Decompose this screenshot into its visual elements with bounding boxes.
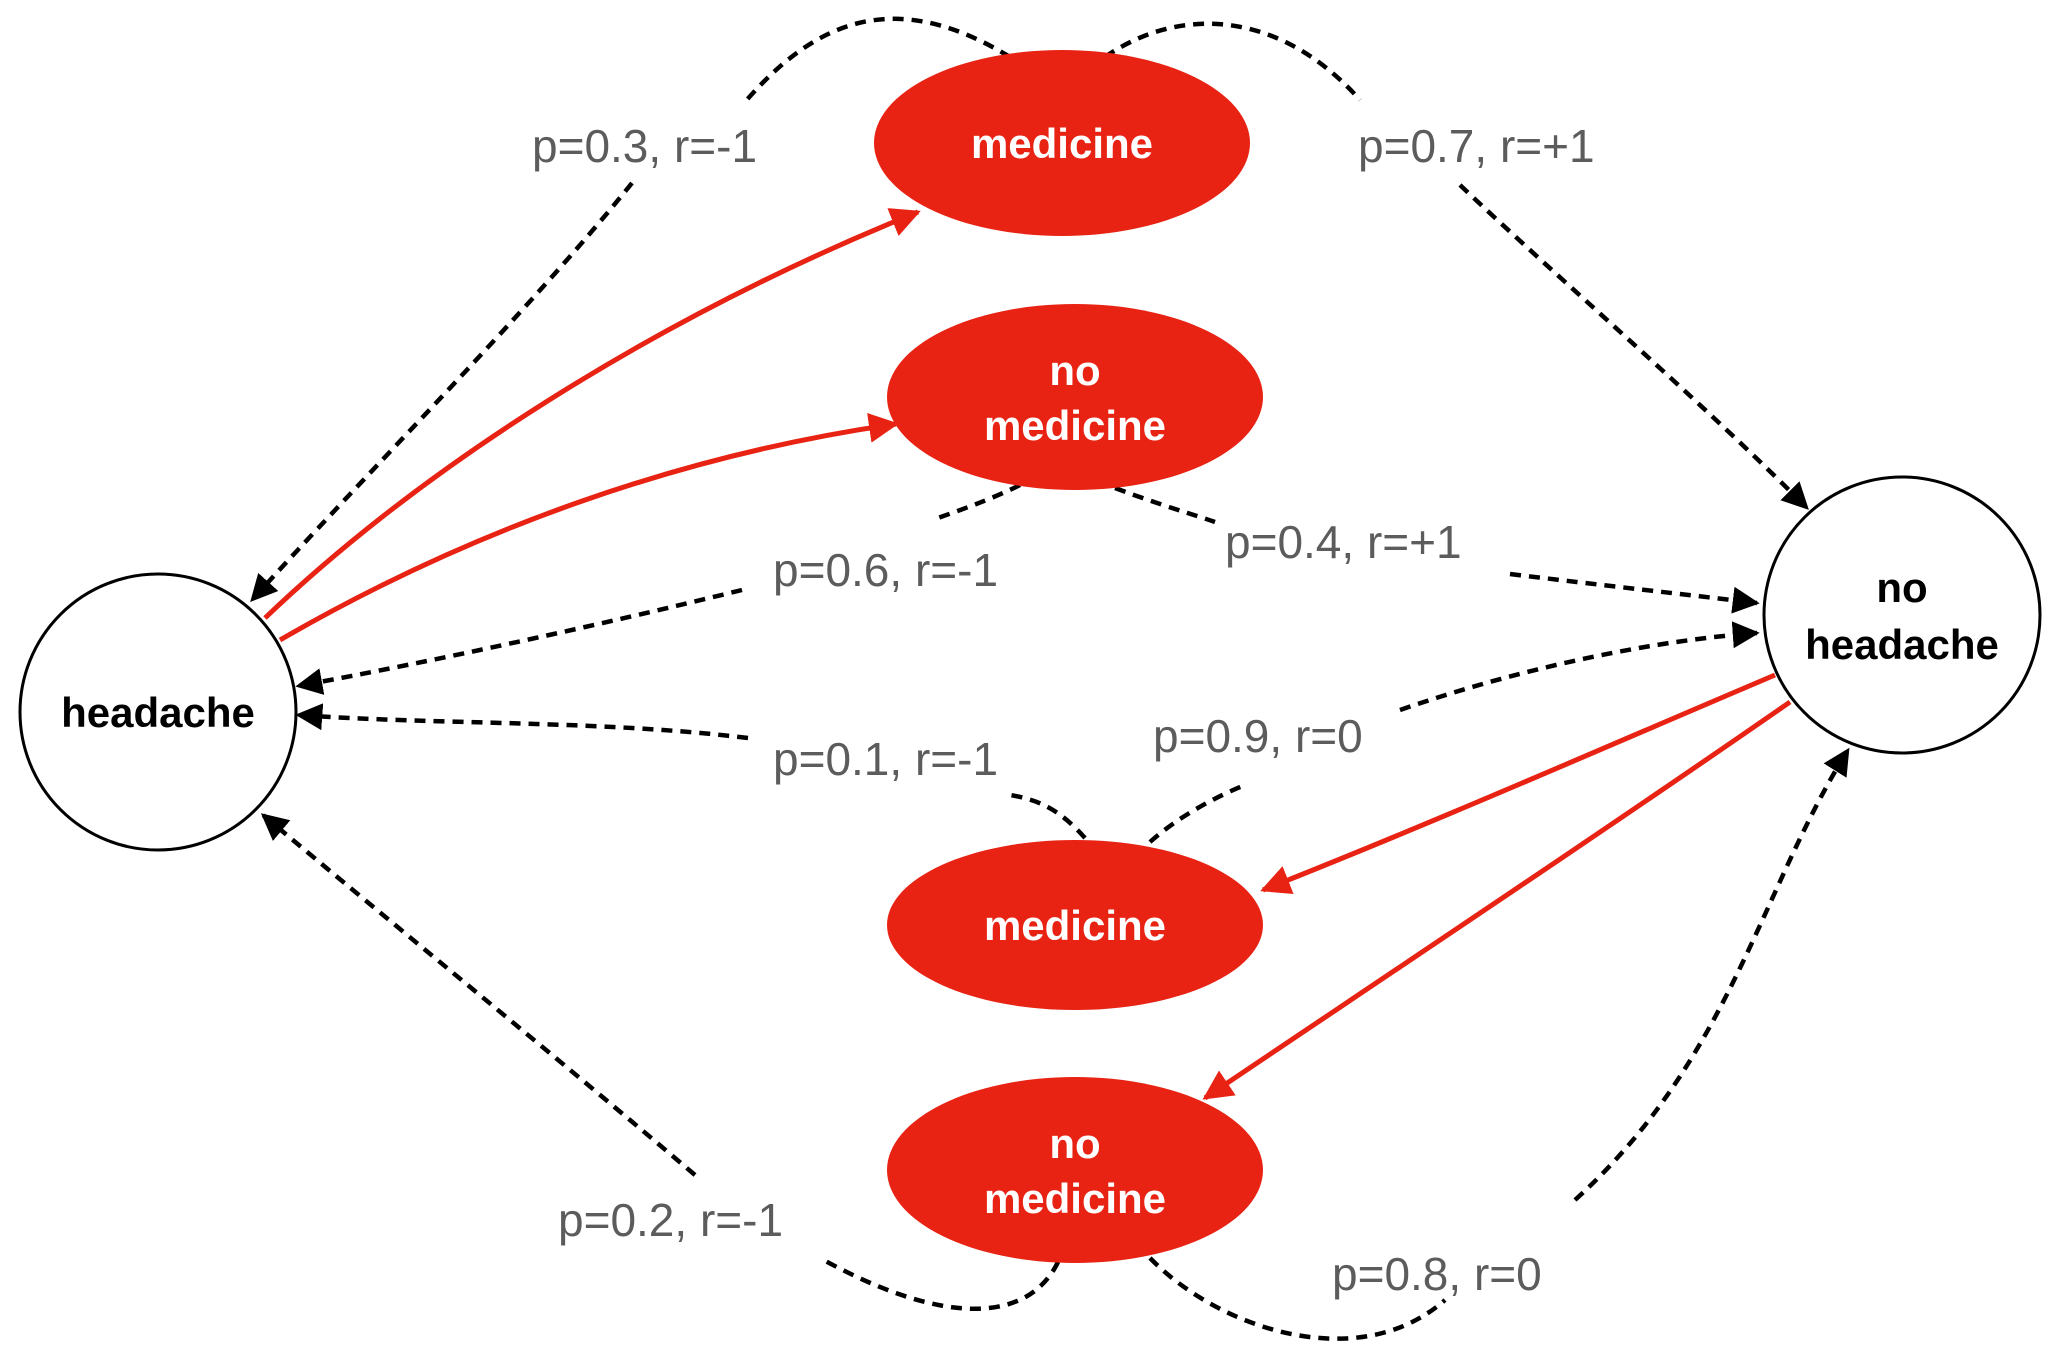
state-no-headache-label-line1: no	[1876, 564, 1927, 611]
edge-headache-to-no-medicine-top	[278, 412, 899, 643]
label-p03-r-1: p=0.3, r=-1	[532, 120, 757, 172]
edge-medicine-bottom-to-no-headache-tail	[1399, 621, 1760, 713]
label-p08-r0: p=0.8, r=0	[1332, 1248, 1542, 1300]
label-p06-r-1: p=0.6, r=-1	[773, 544, 998, 596]
edge-medicine-bottom-to-headache-tail	[295, 703, 749, 741]
label-p02-r-1: p=0.2, r=-1	[558, 1194, 783, 1246]
action-no-medicine-bottom-label-line2: medicine	[984, 1175, 1166, 1222]
action-medicine-bottom-label: medicine	[984, 902, 1166, 949]
edge-no-medicine-top-to-headache-tail	[295, 587, 743, 695]
state-headache-circle	[18, 572, 298, 852]
label-p01-r-1: p=0.1, r=-1	[773, 733, 998, 785]
action-no-medicine-bottom-label-line1: no	[1049, 1120, 1100, 1167]
edge-no-medicine-bottom-to-headache	[818, 1256, 1061, 1311]
edge-medicine-top-to-headache	[743, 16, 1012, 104]
action-no-medicine-bottom-ellipse	[887, 1077, 1263, 1263]
edge-no-medicine-top-to-no-headache	[1114, 485, 1216, 525]
state-headache: headache	[18, 572, 298, 852]
action-no-medicine-bottom: no medicine	[887, 1077, 1263, 1263]
edge-headache-to-medicine-top	[263, 208, 921, 620]
action-medicine-bottom: medicine	[887, 840, 1263, 1010]
state-no-headache-label-line2: headache	[1805, 621, 1999, 668]
edge-no-medicine-top-to-headache	[937, 482, 1022, 521]
label-p09-r0: p=0.9, r=0	[1153, 710, 1363, 762]
edge-medicine-top-to-no-headache-tail	[1458, 183, 1809, 510]
edge-medicine-bottom-to-no-headache	[1148, 782, 1246, 844]
action-no-medicine-top-ellipse	[887, 304, 1263, 490]
action-no-medicine-top: no medicine	[887, 304, 1263, 490]
edge-no-headache-to-no-medicine-bottom	[1202, 699, 1792, 1101]
edge-no-medicine-bottom-to-no-headache-tail	[1573, 747, 1850, 1202]
edge-no-medicine-top-to-no-headache-tail	[1509, 571, 1760, 614]
action-medicine-top: medicine	[874, 50, 1250, 236]
state-no-headache: no headache	[1762, 475, 2042, 755]
transition-labels: p=0.3, r=-1 p=0.7, r=+1 p=0.6, r=-1 p=0.…	[532, 120, 1595, 1300]
action-no-medicine-top-label-line1: no	[1049, 347, 1100, 394]
label-p04-r+1: p=0.4, r=+1	[1225, 516, 1462, 568]
action-medicine-bottom-ellipse	[887, 840, 1263, 1010]
action-no-medicine-top-label-line2: medicine	[984, 402, 1166, 449]
edge-medicine-top-to-headache-tail	[250, 181, 634, 603]
edge-medicine-bottom-to-headache	[1009, 792, 1087, 840]
edge-no-medicine-bottom-to-no-headache	[1148, 1256, 1447, 1341]
policy-edges	[263, 208, 1792, 1101]
action-medicine-top-label: medicine	[971, 120, 1153, 167]
action-medicine-top-ellipse	[874, 50, 1250, 236]
edge-no-medicine-bottom-to-headache-tail	[260, 813, 697, 1177]
label-p07-r+1: p=0.7, r=+1	[1358, 120, 1595, 172]
state-headache-label: headache	[61, 689, 255, 736]
state-no-headache-circle	[1762, 475, 2042, 755]
edge-no-headache-to-medicine-bottom	[1260, 672, 1776, 895]
transition-edges	[250, 16, 1850, 1341]
